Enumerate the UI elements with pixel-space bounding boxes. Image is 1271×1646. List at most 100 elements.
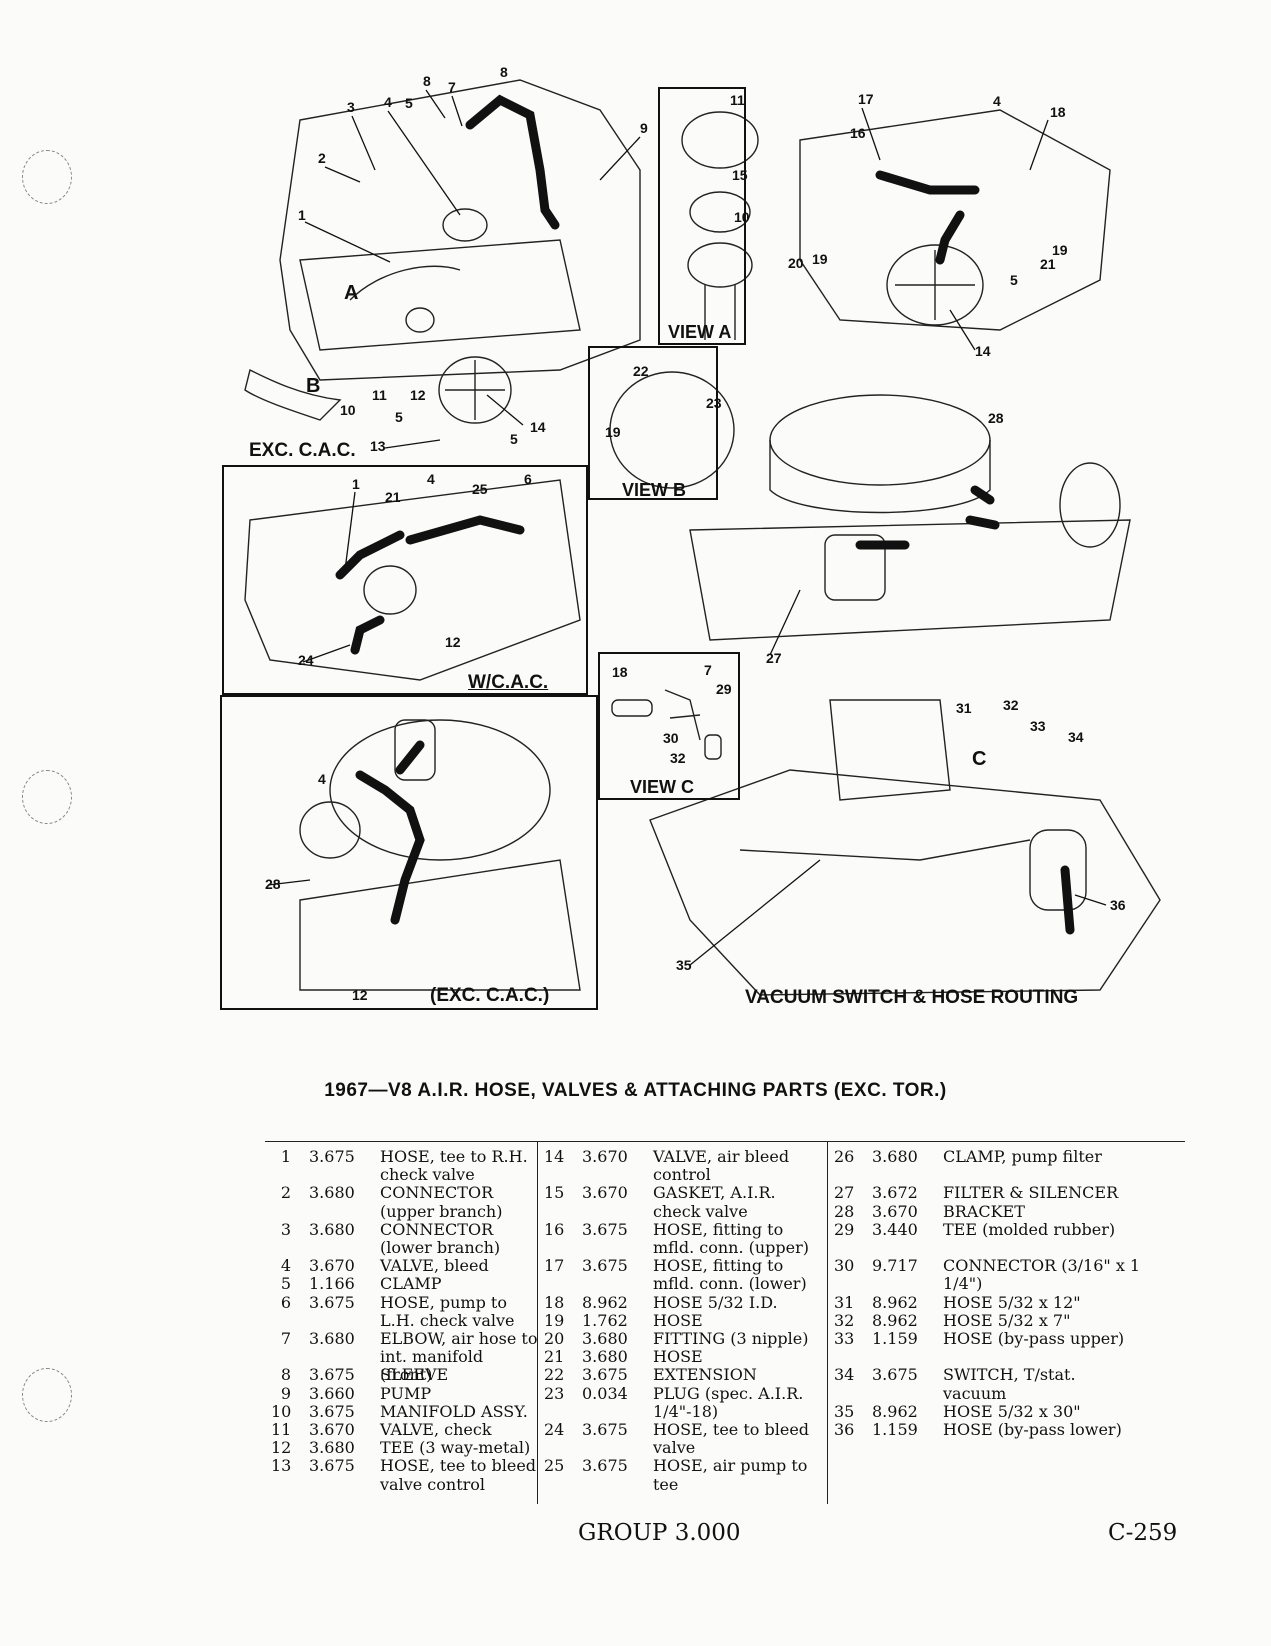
part-group: 1.159	[872, 1420, 918, 1439]
svg-text:7: 7	[448, 79, 456, 95]
part-description: FILTER & SILENCER	[943, 1183, 1119, 1203]
part-description: CONNECTOR (upper branch)	[380, 1183, 503, 1221]
view-a-box	[658, 87, 746, 345]
part-number: 19	[544, 1310, 565, 1330]
part-number: 7	[280, 1329, 291, 1348]
part-group: 3.675	[309, 1292, 355, 1312]
part-group: 3.675	[309, 1401, 355, 1421]
part-group: 3.675	[872, 1365, 918, 1385]
svg-text:16: 16	[850, 125, 866, 141]
part-number: 14	[544, 1147, 565, 1166]
part-description: HOSE 5/32 I.D.	[653, 1292, 778, 1312]
part-group: 8.962	[872, 1310, 918, 1330]
svg-text:19: 19	[812, 251, 828, 267]
part-description: HOSE, tee to R.H. check valve	[380, 1147, 528, 1185]
svg-text:29: 29	[716, 681, 732, 697]
part-description: SLEEVE	[380, 1365, 449, 1385]
svg-text:11: 11	[372, 387, 387, 403]
part-group: 3.670	[582, 1147, 628, 1166]
page-caption: 1967—V8 A.I.R. HOSE, VALVES & ATTACHING …	[324, 1080, 947, 1101]
part-description: BRACKET	[943, 1201, 1025, 1221]
part-number: 29	[834, 1219, 855, 1239]
svg-text:32: 32	[670, 750, 686, 766]
part-number: 8	[280, 1365, 291, 1385]
part-description: HOSE, fitting to mfld. conn. (upper)	[653, 1219, 810, 1257]
part-group: 3.675	[309, 1365, 355, 1385]
part-group: 3.670	[872, 1201, 918, 1221]
part-number: 23	[544, 1383, 565, 1403]
part-number: 17	[544, 1256, 565, 1276]
part-description: HOSE	[653, 1347, 703, 1367]
part-description: HOSE	[653, 1310, 703, 1330]
parts-illustration	[244, 79, 1161, 996]
part-description: CLAMP, pump filter	[943, 1147, 1102, 1166]
part-description: HOSE, air pump to tee	[653, 1456, 808, 1494]
part-group: 3.440	[872, 1219, 918, 1239]
page-number: C-259	[1108, 1520, 1178, 1546]
part-number: 27	[834, 1183, 855, 1203]
part-group: 3.680	[309, 1219, 355, 1239]
part-group: 3.675	[582, 1219, 628, 1239]
part-group: 8.962	[872, 1401, 918, 1421]
punch-hole-middle	[22, 770, 72, 824]
part-number: 26	[834, 1147, 855, 1166]
callout-letter-c: C	[972, 748, 987, 770]
svg-text:25: 25	[472, 481, 488, 497]
part-description: GASKET, A.I.R. check valve	[653, 1183, 776, 1221]
view-c-box	[598, 652, 740, 800]
part-group: 3.680	[872, 1147, 918, 1166]
svg-text:10: 10	[734, 209, 750, 225]
view-b-label: VIEW B	[622, 480, 687, 500]
view-a-label: VIEW A	[668, 322, 732, 342]
part-number: 20	[544, 1329, 565, 1348]
footer-group: GROUP 3.000	[578, 1520, 741, 1546]
part-group: 8.962	[872, 1292, 918, 1312]
part-group: 3.670	[582, 1183, 628, 1203]
part-group: 3.675	[582, 1256, 628, 1276]
part-group: 3.675	[309, 1456, 355, 1476]
svg-text:5: 5	[510, 431, 518, 447]
part-group: 3.660	[309, 1383, 355, 1403]
svg-text:22: 22	[633, 363, 649, 379]
view-b-box	[588, 346, 718, 500]
part-number: 4	[280, 1256, 291, 1276]
part-number: 30	[834, 1256, 855, 1276]
part-number: 13	[271, 1456, 292, 1476]
part-description: TEE (molded rubber)	[943, 1219, 1116, 1239]
part-number: 11	[271, 1420, 292, 1439]
svg-text:13: 13	[370, 438, 386, 454]
svg-text:4: 4	[427, 471, 435, 487]
svg-text:8: 8	[423, 73, 431, 89]
part-group: 3.680	[582, 1329, 628, 1348]
part-group: 3.672	[872, 1183, 918, 1203]
part-description: HOSE 5/32 x 12"	[943, 1292, 1081, 1312]
part-group: 3.680	[309, 1183, 355, 1203]
svg-text:21: 21	[1040, 256, 1056, 272]
svg-text:14: 14	[530, 419, 546, 435]
part-description: TEE (3 way-metal)	[380, 1438, 531, 1458]
part-number: 6	[280, 1292, 291, 1312]
part-number: 12	[271, 1438, 292, 1458]
part-group: 1.159	[872, 1329, 918, 1348]
svg-text:6: 6	[524, 471, 532, 487]
svg-text:10: 10	[340, 402, 356, 418]
svg-text:19: 19	[605, 424, 621, 440]
svg-text:7: 7	[704, 662, 712, 678]
part-number: 21	[544, 1347, 565, 1367]
part-description: EXTENSION	[653, 1365, 757, 1385]
part-number: 33	[834, 1329, 855, 1348]
part-number: 31	[834, 1292, 855, 1312]
part-description: PUMP	[380, 1383, 432, 1403]
part-number: 16	[544, 1219, 565, 1239]
part-description: CONNECTOR (3/16" x 1 1/4")	[943, 1256, 1141, 1294]
callout-letter-b: B	[306, 375, 321, 397]
vacuum-switch-title: VACUUM SWITCH & HOSE ROUTING	[745, 987, 1079, 1008]
svg-text:1: 1	[298, 207, 306, 223]
parts-column-3: 26 3.680 CLAMP, pump filter 27 3.672 FILTER &…	[827, 1142, 1186, 1504]
svg-text:5: 5	[395, 409, 403, 425]
svg-text:35: 35	[676, 957, 692, 973]
svg-text:3: 3	[347, 99, 355, 115]
part-description: HOSE (by-pass lower)	[943, 1420, 1122, 1439]
